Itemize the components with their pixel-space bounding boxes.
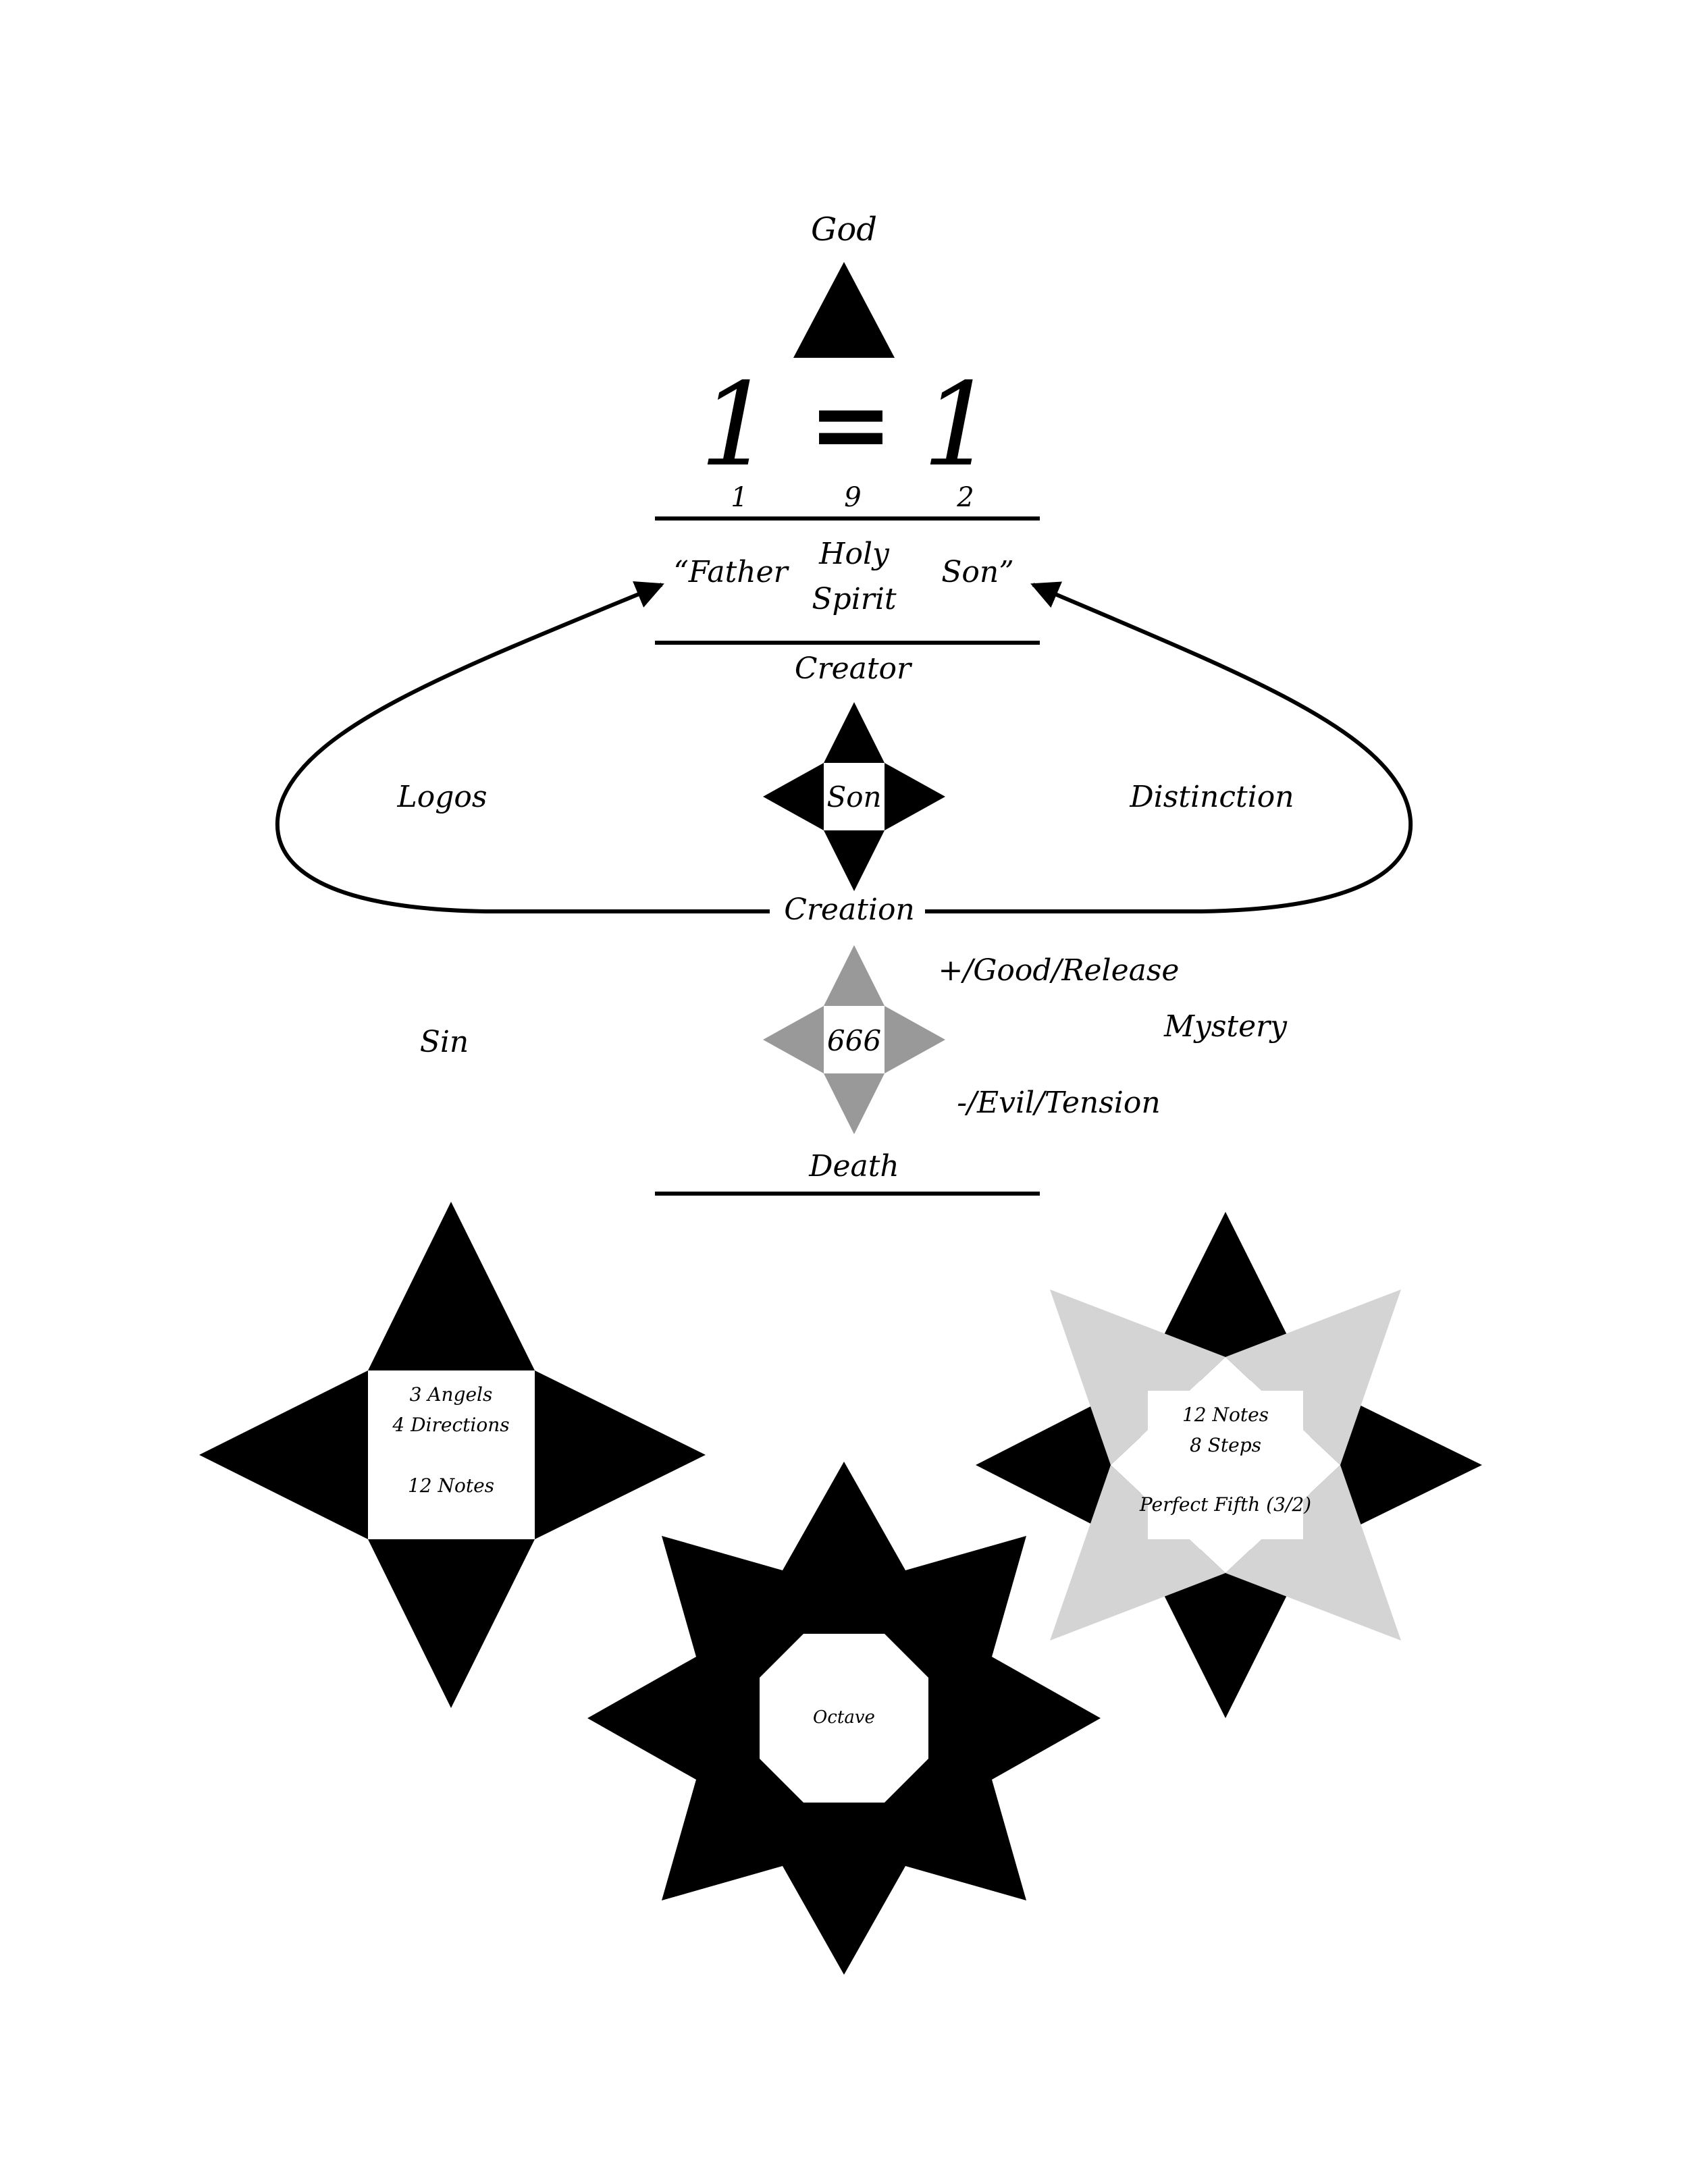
left-four-point-star-icon <box>199 1202 706 1708</box>
distinction-label: Distinction <box>1129 780 1294 814</box>
equation-equals-sign: = <box>808 365 893 483</box>
left-star-line-1: 3 Angels <box>410 1383 493 1406</box>
right-star-line-2: 8 Steps <box>1190 1434 1261 1456</box>
octave-center-octagon <box>760 1634 928 1803</box>
evil-label: -/Evil/Tension <box>957 1086 1160 1120</box>
equation-left-one: 1 <box>700 358 772 492</box>
right-star-line-3: Perfect Fifth (3/2) <box>1139 1493 1311 1516</box>
creator-label: Creator <box>795 651 913 686</box>
number-2: 2 <box>956 482 974 513</box>
logos-label: Logos <box>397 780 487 814</box>
god-label: God <box>811 211 877 248</box>
six-six-six-label: 666 <box>827 1024 881 1057</box>
six-six-six-star-icon <box>763 945 945 1134</box>
sin-label: Sin <box>420 1025 469 1059</box>
father-label: “Father <box>673 555 789 589</box>
death-label: Death <box>808 1149 899 1183</box>
number-1: 1 <box>731 482 747 513</box>
son-star-icon <box>763 702 945 891</box>
creation-label: Creation <box>784 893 915 927</box>
son-star-label: Son <box>826 780 881 814</box>
octave-label: Octave <box>813 1707 875 1728</box>
holy-label: Holy <box>818 537 890 571</box>
number-9: 9 <box>844 482 861 513</box>
left-star-line-3: 12 Notes <box>408 1474 494 1497</box>
right-layered-star-icon <box>976 1212 1482 1718</box>
logos-arrow <box>275 581 770 913</box>
son-quote-label: Son” <box>941 555 1013 589</box>
mystery-label: Mystery <box>1163 1009 1288 1044</box>
distinction-arrow <box>925 581 1413 913</box>
equation-right-one: 1 <box>922 358 995 492</box>
left-star-line-2: 4 Directions <box>392 1414 509 1436</box>
good-label: +/Good/Release <box>939 953 1180 988</box>
right-star-line-1: 12 Notes <box>1182 1404 1269 1426</box>
god-triangle-icon <box>793 262 895 358</box>
spirit-label: Spirit <box>812 582 896 616</box>
